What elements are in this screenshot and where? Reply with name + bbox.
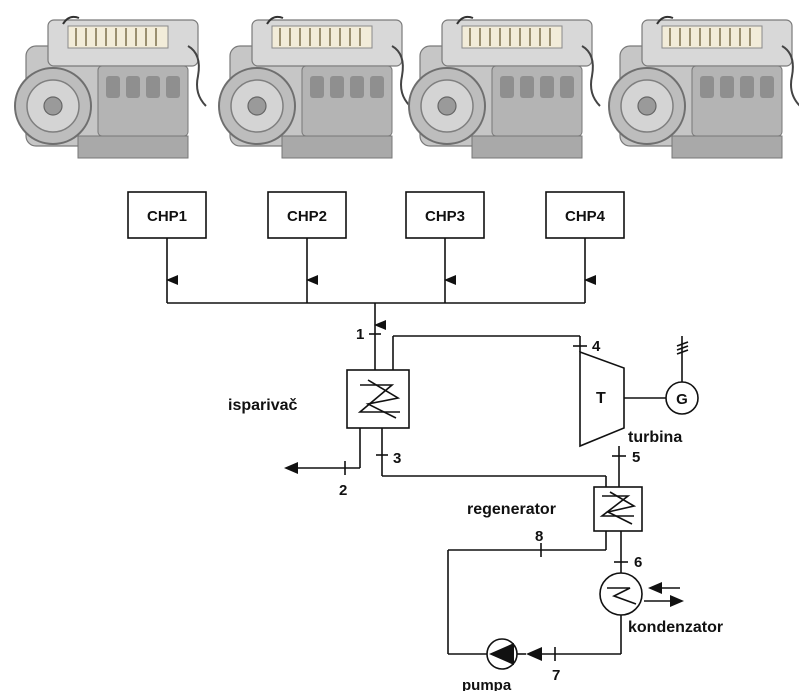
exhaust-collector xyxy=(167,302,585,370)
line-regenerator-to-condenser xyxy=(614,531,628,574)
point-7: 7 xyxy=(552,667,560,684)
chp-box-4: CHP4 xyxy=(545,191,625,239)
generator-symbol: G xyxy=(676,391,688,408)
turbine: T xyxy=(579,350,625,448)
engine-image-4 xyxy=(608,15,799,159)
evaporator xyxy=(346,369,410,429)
point-1: 1 xyxy=(356,326,364,343)
chp-box-2: CHP2 xyxy=(267,191,347,239)
evaporator-label: isparivač xyxy=(228,397,297,414)
chp-label-3: CHP3 xyxy=(425,208,465,225)
point-8: 8 xyxy=(535,528,543,545)
condenser-label: kondenzator xyxy=(628,619,723,636)
line-pump-to-regenerator xyxy=(447,531,607,655)
pump-label: pumpa xyxy=(462,677,512,691)
generator: G xyxy=(624,336,699,415)
regenerator xyxy=(593,486,643,532)
exhaust-outlet xyxy=(284,428,361,475)
chp-label-1: CHP1 xyxy=(147,208,187,225)
point-3: 3 xyxy=(393,450,401,467)
turbine-symbol: T xyxy=(596,390,606,407)
point-5: 5 xyxy=(632,449,640,466)
chp-box-3: CHP3 xyxy=(405,191,485,239)
condenser xyxy=(599,572,684,616)
chp-label-2: CHP2 xyxy=(287,208,327,225)
turbine-label: turbina xyxy=(628,429,682,446)
chp-outlet-arrows xyxy=(166,238,596,303)
point-4: 4 xyxy=(592,338,601,355)
line-condenser-to-pump xyxy=(526,615,622,661)
engine-image-1 xyxy=(14,15,207,159)
line-regenerator-to-evaporator xyxy=(376,428,607,487)
line-evaporator-to-turbine xyxy=(392,335,587,370)
pump xyxy=(486,638,526,670)
chp-label-4: CHP4 xyxy=(565,208,606,225)
regenerator-label: regenerator xyxy=(467,501,556,518)
line-turbine-to-regenerator xyxy=(612,446,626,487)
point-2: 2 xyxy=(339,482,347,499)
engine-image-3 xyxy=(408,15,601,159)
chp-box-1: CHP1 xyxy=(127,191,207,239)
point-6: 6 xyxy=(634,554,642,571)
engine-image-2 xyxy=(218,15,411,159)
